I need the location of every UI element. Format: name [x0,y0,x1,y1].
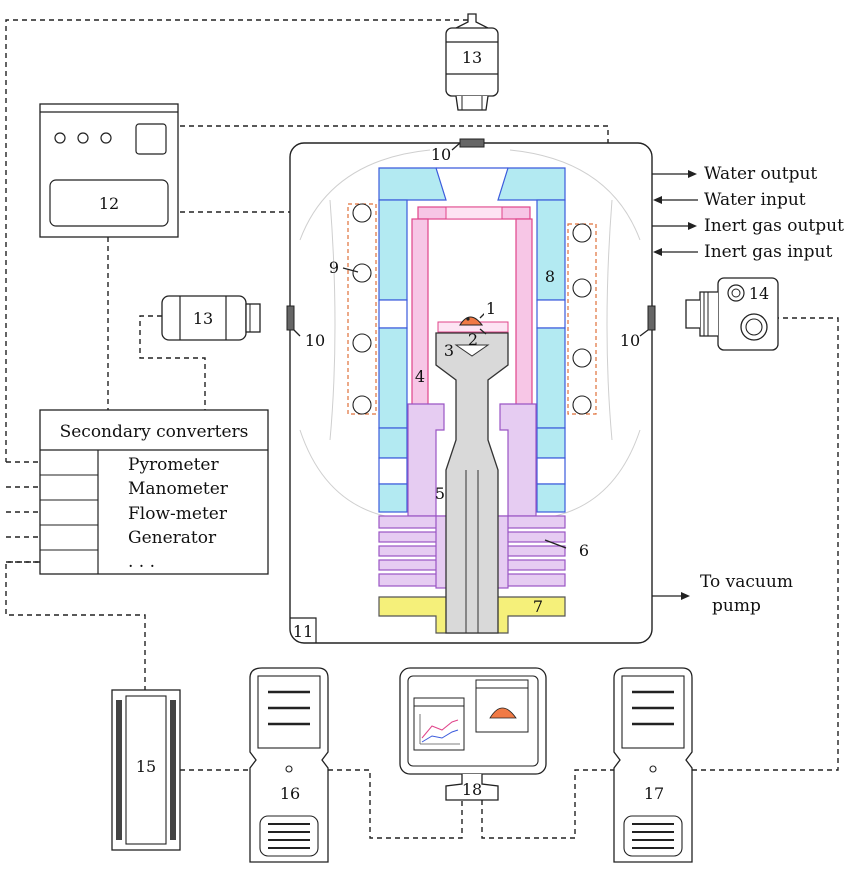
device-15: 15 [111,689,181,851]
label-4: 4 [415,367,425,386]
water-output-label: Water output [704,164,817,184]
induction-coil-9 [347,203,597,415]
heater-4 [411,206,533,410]
monitor-18: 18 [399,667,547,801]
label-8: 8 [545,267,555,286]
label-15: 15 [136,757,156,776]
chamber-11: 11 10 10 10 8 [286,138,656,644]
sample-1 [459,316,484,326]
label-5: 5 [435,484,445,503]
window-10-left [286,305,295,331]
label-12: 12 [99,194,119,213]
window-10-top [459,138,485,148]
camera-14: 14 [685,277,779,351]
converter-item: Generator [128,528,217,548]
computer-17: 17 [613,667,693,863]
device-13-side: 13 [161,295,261,341]
gas-output-label: Inert gas output [704,216,844,236]
device-12-control-panel: 12 [39,103,179,238]
flow-arrows: Water output Water input Inert gas outpu… [652,164,844,616]
water-input-label: Water input [704,190,806,210]
label-3: 3 [444,341,454,360]
label-11: 11 [293,622,313,641]
label-9: 9 [329,258,339,277]
label-14: 14 [749,284,769,303]
computer-16: 16 [249,667,329,863]
converters-title: Secondary converters [60,422,249,442]
label-6: 6 [579,541,589,560]
label-10-left: 10 [305,331,325,350]
label-1: 1 [486,299,496,318]
label-16: 16 [280,784,300,803]
converter-item: Flow-meter [128,504,228,524]
gas-input-label: Inert gas input [704,242,832,262]
cooling-jacket-8 [378,167,566,513]
label-18: 18 [462,780,482,799]
device-13-top: 13 [445,13,499,111]
label-2: 2 [468,330,478,349]
vacuum-label-line2: pump [712,596,761,616]
label-17: 17 [644,784,664,803]
converter-item: Manometer [128,479,229,499]
label-13-top: 13 [462,48,482,67]
converter-item: . . . [128,552,155,572]
label-7: 7 [533,597,543,616]
label-10-right: 10 [620,331,640,350]
window-10-right [647,305,656,331]
label-10-top: 10 [431,145,451,164]
vacuum-label-line1: To vacuum [700,572,793,592]
rod-3 [435,332,509,634]
secondary-converters-box: Secondary converters Pyrometer Manometer… [39,409,269,575]
converter-item: Pyrometer [128,455,219,475]
label-13-side: 13 [193,309,213,328]
